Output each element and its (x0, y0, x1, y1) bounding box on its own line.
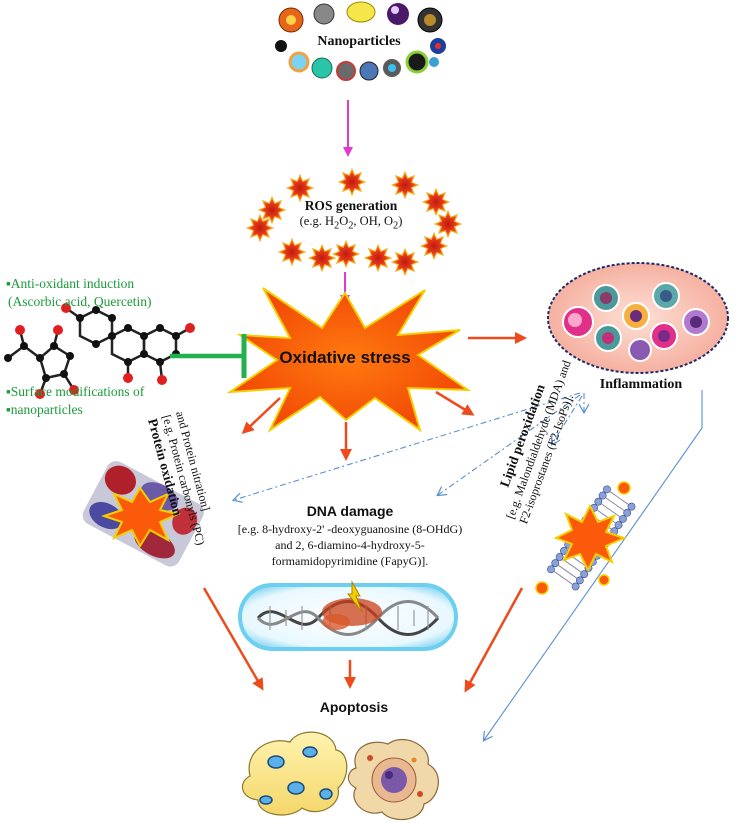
surface-modifications-nanoparticles: ▪nanoparticles (6, 402, 83, 417)
ros-burst (307, 243, 337, 273)
apoptotic-cells-illustration (241, 731, 439, 821)
inhibition-symbol (170, 334, 247, 378)
lipid-tail (568, 571, 577, 579)
arrow-oxidative-to-lipid (435, 390, 475, 416)
dna-damage-example-3: formamidopyrimidine (FapyG)]. (272, 554, 429, 568)
protein-oxidation-burst (100, 486, 182, 549)
ros-o2-sub: 2 (393, 220, 399, 232)
antioxidant-line-3: Surface modifications of (10, 384, 145, 399)
ros-example: (e.g. H2O2, OH, O2) (276, 214, 426, 232)
lipid-tail (553, 571, 565, 579)
arrow-inflammation-to-apoptosis (484, 390, 703, 740)
lipid-tail (576, 559, 586, 567)
oxidative-stress-label: Oxidative stress (279, 348, 410, 367)
dashed-arrow-inflammation-to-dna (438, 394, 581, 495)
oxidative-stress-burst (226, 287, 472, 433)
ros-example-prefix: (e.g. H (299, 214, 334, 228)
lipid-head (603, 485, 611, 494)
ros-burst (421, 187, 451, 217)
ros-burst (390, 247, 420, 277)
lipid-tail (609, 491, 621, 500)
lipid-tail (597, 509, 608, 518)
ros-title: ROS generation (304, 198, 398, 213)
ros-burst (285, 173, 315, 203)
arrow-protein-to-apoptosis (202, 587, 264, 691)
dna-damage-example-2: and 2, 6-diamino-4-hydroxy-5- (275, 538, 425, 552)
lipid-tail (611, 510, 620, 518)
ros-burst (433, 209, 463, 239)
ros-burst-ring (245, 167, 463, 277)
nanoparticles-label: Nanoparticles (317, 34, 401, 49)
lipid-tail (619, 498, 629, 505)
nanoparticles-illustration (275, 1, 446, 81)
dna-helix-illustration (238, 580, 458, 651)
ros-h2o2-sub2: 2 (348, 220, 354, 232)
apoptosis-label: Apoptosis (320, 699, 389, 715)
ros-burst (245, 213, 275, 243)
inflammation-illustration (547, 262, 729, 374)
lipid-tail (563, 578, 573, 585)
lipid-tail (601, 503, 612, 512)
ros-burst (390, 170, 420, 200)
ros-burst (257, 195, 287, 225)
arrow-oxidative-to-protein (241, 397, 281, 435)
ros-h2o2-sub1: 2 (333, 220, 340, 232)
antioxidant-examples: (Ascorbic acid, Quercetin) (8, 294, 152, 309)
lipid-head (575, 576, 584, 585)
ros-burst (419, 231, 449, 261)
lipid-head (627, 502, 636, 511)
dna-damage-title: DNA damage (307, 503, 394, 519)
arrow-lipid-to-apoptosis (464, 587, 524, 693)
antioxidant-line-1: Anti-oxidant induction (10, 276, 135, 291)
ros-example-rest: , OH, O (353, 214, 394, 228)
dashed-arrow-inflammation-to-lipid (552, 395, 583, 444)
lipid-tail (605, 497, 617, 506)
ros-burst (363, 243, 393, 273)
ros-example-close: ) (398, 214, 403, 228)
inflammation-label: Inflammation (600, 377, 683, 392)
lipid-peroxidation-burst (553, 503, 627, 573)
lipid-tail (615, 504, 625, 511)
antioxidant-induction-label: ▪Anti-oxidant induction (6, 276, 135, 291)
lipid-tail (558, 565, 569, 573)
lipid-peroxidation-small-bursts (535, 481, 631, 595)
dashed-arrow-inflammation-to-protein (234, 392, 581, 500)
dna-damage-example-1: [e.g. 8-hydroxy-2' -deoxyguanosine (8-OH… (238, 522, 462, 536)
antioxidant-line-4: nanoparticles (10, 402, 83, 417)
ros-h2o2-o: O (339, 214, 349, 228)
ros-burst (331, 239, 361, 269)
lipid-tail (572, 565, 582, 573)
ros-burst (277, 237, 307, 267)
surface-modifications-label: ▪Surface modifications of (6, 384, 145, 399)
ros-burst (337, 167, 367, 197)
